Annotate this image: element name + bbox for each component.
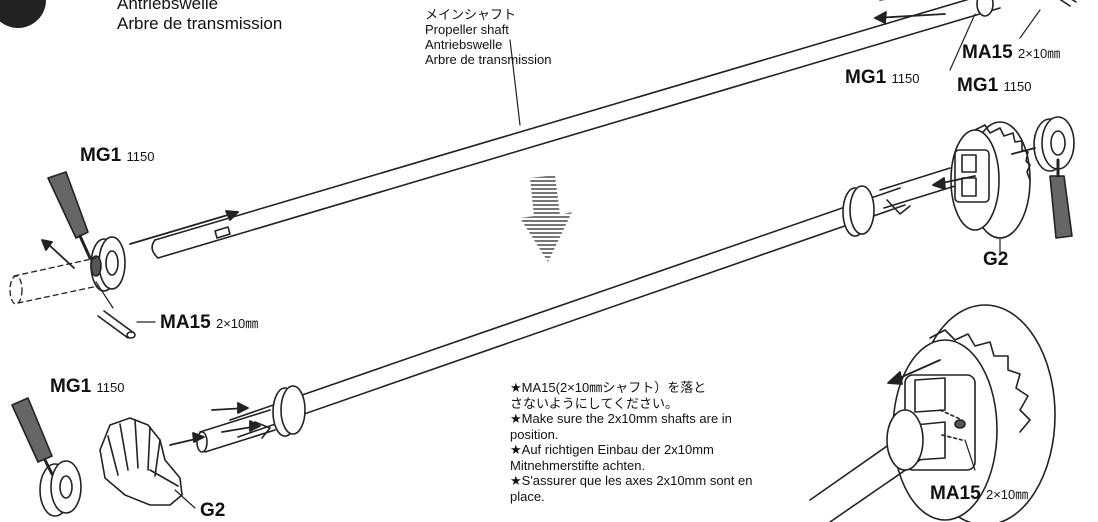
label-ma15-left: MA15 2×10㎜ (160, 312, 258, 334)
label-ma15-bottom-right-size: 2×10㎜ (985, 487, 1029, 502)
main-shaft-caption: メインシャフト Propeller shaft Antriebswelle Ar… (425, 7, 551, 67)
detail-shaft (809, 409, 924, 522)
label-g2-right: G2 (983, 249, 1008, 271)
assembly-note: ★MA15(2×10㎜シャフト）を落と さないようにしてください。 ★Make … (510, 380, 780, 504)
caption-top-left-line1: Antriebswelle (117, 0, 219, 13)
insert-arrow-upper (129, 11, 946, 245)
label-mg1-top-right-num: 1150 (1003, 79, 1032, 94)
upper-propeller-shaft (151, 0, 1001, 259)
pin-guide-line (95, 281, 114, 309)
detail-gear-closeup (892, 304, 1056, 522)
bearing-lower-mid (842, 185, 911, 237)
caption-top-left: Antriebswelle Arbre de transmission (117, 0, 282, 34)
label-g2-right-code: G2 (983, 249, 1009, 270)
label-ma15-bottom-right-code: MA15 (930, 483, 981, 504)
gear-g2-bottom (99, 417, 183, 506)
step-number-circle (0, 0, 46, 28)
leader-main-shaft (509, 39, 521, 126)
grease-tube-right (1049, 158, 1073, 239)
label-ma15-left-code: MA15 (160, 312, 211, 333)
label-mg1-left-code: MG1 (80, 145, 122, 166)
label-ma15-top: MA15 2×10㎜ (962, 42, 1060, 64)
leader-ma15-bottom-right (964, 439, 976, 471)
note-fr: ★S'assurer que les axes 2x10mm sont en p… (510, 473, 753, 504)
grease-tube-bottom-left (11, 397, 54, 476)
gear-g2-right (950, 121, 1031, 239)
leader-g2-bottom (174, 489, 196, 509)
arrows-lower-left (169, 402, 261, 446)
label-g2-bottom-code: G2 (200, 500, 226, 521)
note-jp-line2: さないようにしてください。 (510, 395, 678, 411)
bearing-lower-left (272, 385, 306, 437)
bearing-left-upper (90, 236, 126, 292)
label-ma15-left-size: 2×10㎜ (215, 316, 259, 331)
grease-tube-left (47, 171, 92, 260)
leader-ma15-top (1019, 9, 1041, 39)
label-mg1-bottom-left-code: MG1 (50, 376, 92, 397)
caption-top-left-line2: Arbre de transmission (117, 14, 283, 33)
arrow-up-left (41, 239, 75, 269)
label-mg1-top-right: MG1 1150 (957, 75, 1031, 97)
label-mg1-bottom-left: MG1 1150 (50, 376, 124, 398)
label-mg1-bottom-left-num: 1150 (96, 380, 125, 395)
label-ma15-top-code: MA15 (962, 42, 1013, 63)
label-mg1-top-num: 1150 (891, 71, 920, 86)
label-mg1-top-right-code: MG1 (957, 75, 999, 96)
arrow-detail (887, 359, 941, 385)
label-mg1-top-code: MG1 (845, 67, 887, 88)
note-jp-line1: ★MA15(2×10㎜シャフト）を落と (510, 380, 707, 395)
bearing-top-right (976, 0, 1077, 17)
note-en: ★Make sure the 2x10mm shafts are in posi… (510, 411, 732, 442)
direction-arrow-down (520, 175, 572, 262)
label-mg1-top: MG1 1150 (845, 67, 919, 89)
main-shaft-caption-fr: Arbre de transmission (425, 52, 552, 67)
label-ma15-top-size: 2×10㎜ (1017, 46, 1061, 61)
lower-propeller-shaft (229, 167, 956, 438)
main-shaft-caption-en: Propeller shaft (425, 22, 509, 37)
arrows-right (932, 147, 1036, 190)
lower-shaft-end (196, 409, 276, 453)
label-mg1-left: MG1 1150 (80, 145, 154, 167)
label-mg1-left-num: 1150 (126, 149, 155, 164)
bearing-bottom-left (39, 460, 82, 517)
leader-mg1-top (949, 13, 976, 71)
main-shaft-caption-jp: メインシャフト (425, 7, 517, 22)
label-g2-bottom: G2 (200, 500, 225, 522)
note-de: ★Auf richtigen Einbau der 2x10mm Mitnehm… (510, 442, 714, 473)
main-shaft-caption-de: Antriebswelle (425, 37, 503, 52)
ghost-shaft (9, 257, 99, 305)
label-ma15-bottom-right: MA15 2×10㎜ (930, 483, 1028, 505)
pin-ma15-left (97, 310, 136, 339)
bearing-right (1033, 116, 1075, 172)
